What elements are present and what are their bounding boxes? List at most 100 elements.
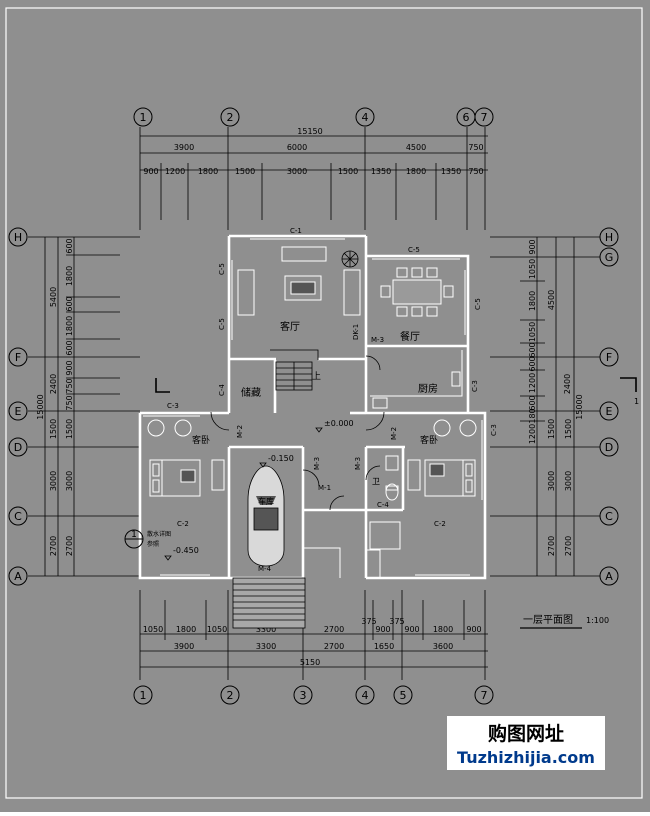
dim-bottom-detail-8: 375 — [389, 617, 404, 626]
dim-bottom-detail-2: 1800 — [176, 625, 196, 634]
axis-left-f: F — [15, 351, 21, 364]
dim-bottom-detail-7: 900 — [375, 625, 390, 634]
left-bedroom-furniture — [147, 419, 225, 497]
watermark-line2: Tuzhizhijia.com — [457, 748, 595, 767]
dim-top-detail-5: 3000 — [287, 167, 307, 176]
dim-left-outer-1: 5400 — [49, 287, 58, 307]
tag-window-c3-kitchen: C-3 — [471, 380, 479, 392]
elevation-markers — [164, 427, 323, 561]
dim-left-inner-5: 600 — [65, 340, 74, 355]
dim-bottom-detail-10: 1800 — [433, 625, 453, 634]
tag-window-c4-stair: C-4 — [218, 384, 226, 396]
building-walls — [138, 234, 487, 580]
dim-top-mid-3: 4500 — [406, 143, 426, 152]
door-swings — [210, 355, 385, 511]
dim-left-outer-2: 2400 — [49, 374, 58, 394]
dim-right-inner-9: 180 — [528, 408, 537, 423]
axis-top-4: 4 — [362, 111, 369, 124]
dim-top-detail-10: 750 — [468, 167, 483, 176]
watermark-box — [447, 716, 605, 770]
axis-right-a: A — [605, 570, 613, 583]
dim-top-detail-3: 1800 — [198, 167, 218, 176]
room-label-living: 客厅 — [280, 320, 300, 333]
dim-bottom-mid-1: 3900 — [174, 642, 194, 651]
dim-left-inner-4: 1800 — [65, 316, 74, 336]
kitchen-counter — [370, 350, 463, 409]
axis-right-g: G — [605, 251, 614, 264]
bottom-axis-bubbles — [133, 685, 494, 705]
dim-right-inner-8: 600 — [528, 395, 537, 410]
axis-right-h: H — [605, 231, 613, 244]
tag-window-c2-left: C-2 — [177, 520, 189, 528]
dim-top-detail-1: 900 — [143, 167, 158, 176]
tag-window-c3-right: C-3 — [490, 424, 498, 436]
tag-window-c3-left: C-3 — [167, 402, 179, 410]
axis-bottom-7: 7 — [481, 689, 488, 702]
axis-bottom-2: 2 — [227, 689, 234, 702]
tag-door-m3-garage: M-3 — [313, 457, 321, 470]
dim-left-outer-3: 1500 — [49, 419, 58, 439]
axis-bottom-5: 5 — [400, 689, 407, 702]
dim-top-detail-6: 1500 — [338, 167, 358, 176]
tag-window-c5-top: C-5 — [408, 246, 420, 254]
tag-door-m3-hall: M-3 — [354, 457, 362, 470]
dim-right-mid-4: 3000 — [564, 471, 573, 491]
tag-door-m1: M-1 — [318, 484, 331, 492]
axis-left-d: D — [14, 441, 22, 454]
dim-bottom-detail-9: 900 — [404, 625, 419, 634]
axis-top-1: 1 — [140, 111, 147, 124]
dim-right-inner-3: 1800 — [528, 291, 537, 311]
axis-top-2: 2 — [227, 111, 234, 124]
detail-callout-number: 1 — [131, 530, 137, 540]
drawing-title: 一层平面图 — [523, 614, 573, 626]
tag-window-c1: C-1 — [290, 227, 302, 235]
tag-window-c4-bath: C-4 — [377, 501, 389, 509]
axis-right-d: D — [605, 441, 613, 454]
axis-right-f: F — [606, 351, 612, 364]
dim-left-inner-11: 2700 — [65, 536, 74, 556]
detail-callout-bubble — [124, 529, 144, 549]
dim-bottom-mid-2: 3300 — [256, 642, 276, 651]
dim-left-inner-8: 750 — [65, 395, 74, 410]
axis-left-a: A — [14, 570, 22, 583]
dim-left-outer-5: 2700 — [49, 536, 58, 556]
dining-table — [380, 267, 454, 317]
axis-bottom-3: 3 — [300, 689, 307, 702]
axis-left-h: H — [14, 231, 22, 244]
living-room-plant-icon — [341, 250, 359, 268]
dim-right-inner-2: 1050 — [528, 259, 537, 279]
room-label-bathroom: 卫 — [372, 477, 380, 486]
axis-bottom-4: 4 — [362, 689, 369, 702]
left-axis-bubbles — [8, 227, 28, 586]
interior-stair — [270, 349, 319, 391]
left-dimension-lines — [28, 236, 140, 577]
dim-top-mid-4: 750 — [468, 143, 483, 152]
dim-bottom-detail-5: 2700 — [324, 625, 344, 634]
dim-left-total: 15000 — [36, 394, 45, 419]
elevation-garage: -0.150 — [268, 454, 294, 463]
dim-top-mid-1: 3900 — [174, 143, 194, 152]
axis-right-c: C — [605, 510, 613, 523]
dim-right-total: 15000 — [575, 394, 584, 419]
axis-left-e: E — [15, 405, 22, 418]
section-mark-left — [155, 378, 170, 393]
right-axis-bubbles — [599, 227, 619, 586]
top-dimension-lines — [139, 127, 488, 230]
tag-door-m2-right: M-2 — [390, 427, 398, 440]
section-mark-label: 1 — [634, 397, 639, 406]
room-label-bedroom-right: 客卧 — [420, 434, 438, 446]
dim-right-inner-12: 3000 — [547, 471, 556, 491]
room-label-garage: 车库 — [258, 496, 274, 506]
section-mark-right — [620, 377, 637, 392]
axis-right-e: E — [606, 405, 613, 418]
entrance-porch — [303, 521, 401, 578]
axis-bottom-1: 1 — [140, 689, 147, 702]
dim-right-mid-2: 2400 — [563, 374, 572, 394]
dim-left-inner-9: 1500 — [65, 419, 74, 439]
top-axis-bubbles — [133, 107, 494, 127]
living-room-furniture — [237, 246, 361, 316]
tag-window-c5-left-b: C-5 — [218, 318, 226, 330]
dim-right-mid-3: 1500 — [564, 419, 573, 439]
